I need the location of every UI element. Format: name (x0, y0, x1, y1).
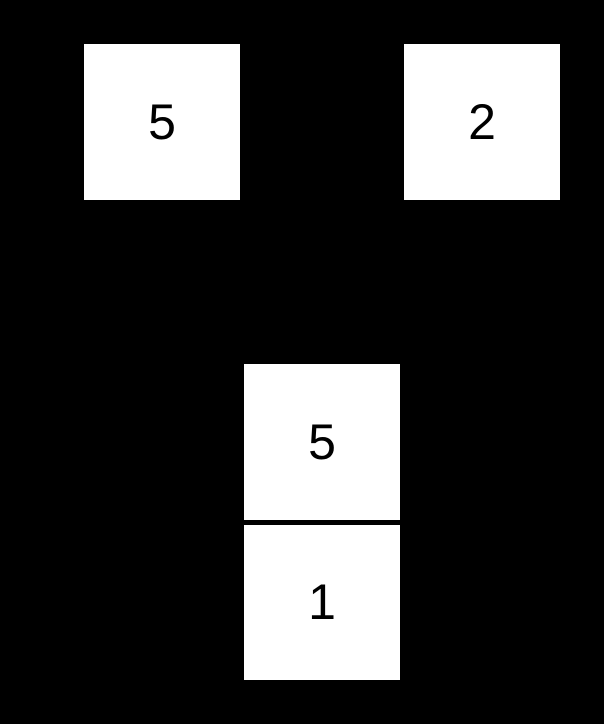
tile-top-right[interactable]: 2 (404, 44, 560, 200)
tile-value: 2 (468, 94, 496, 150)
tile-top-left[interactable]: 5 (84, 44, 240, 200)
tile-stack-bottom[interactable]: 1 (244, 524, 400, 680)
tile-value: 1 (308, 574, 336, 631)
tile-stack: 5 1 (244, 364, 400, 680)
tile-value: 5 (308, 413, 336, 470)
tile-value: 5 (148, 94, 176, 150)
tile-stack-top[interactable]: 5 (244, 364, 400, 520)
